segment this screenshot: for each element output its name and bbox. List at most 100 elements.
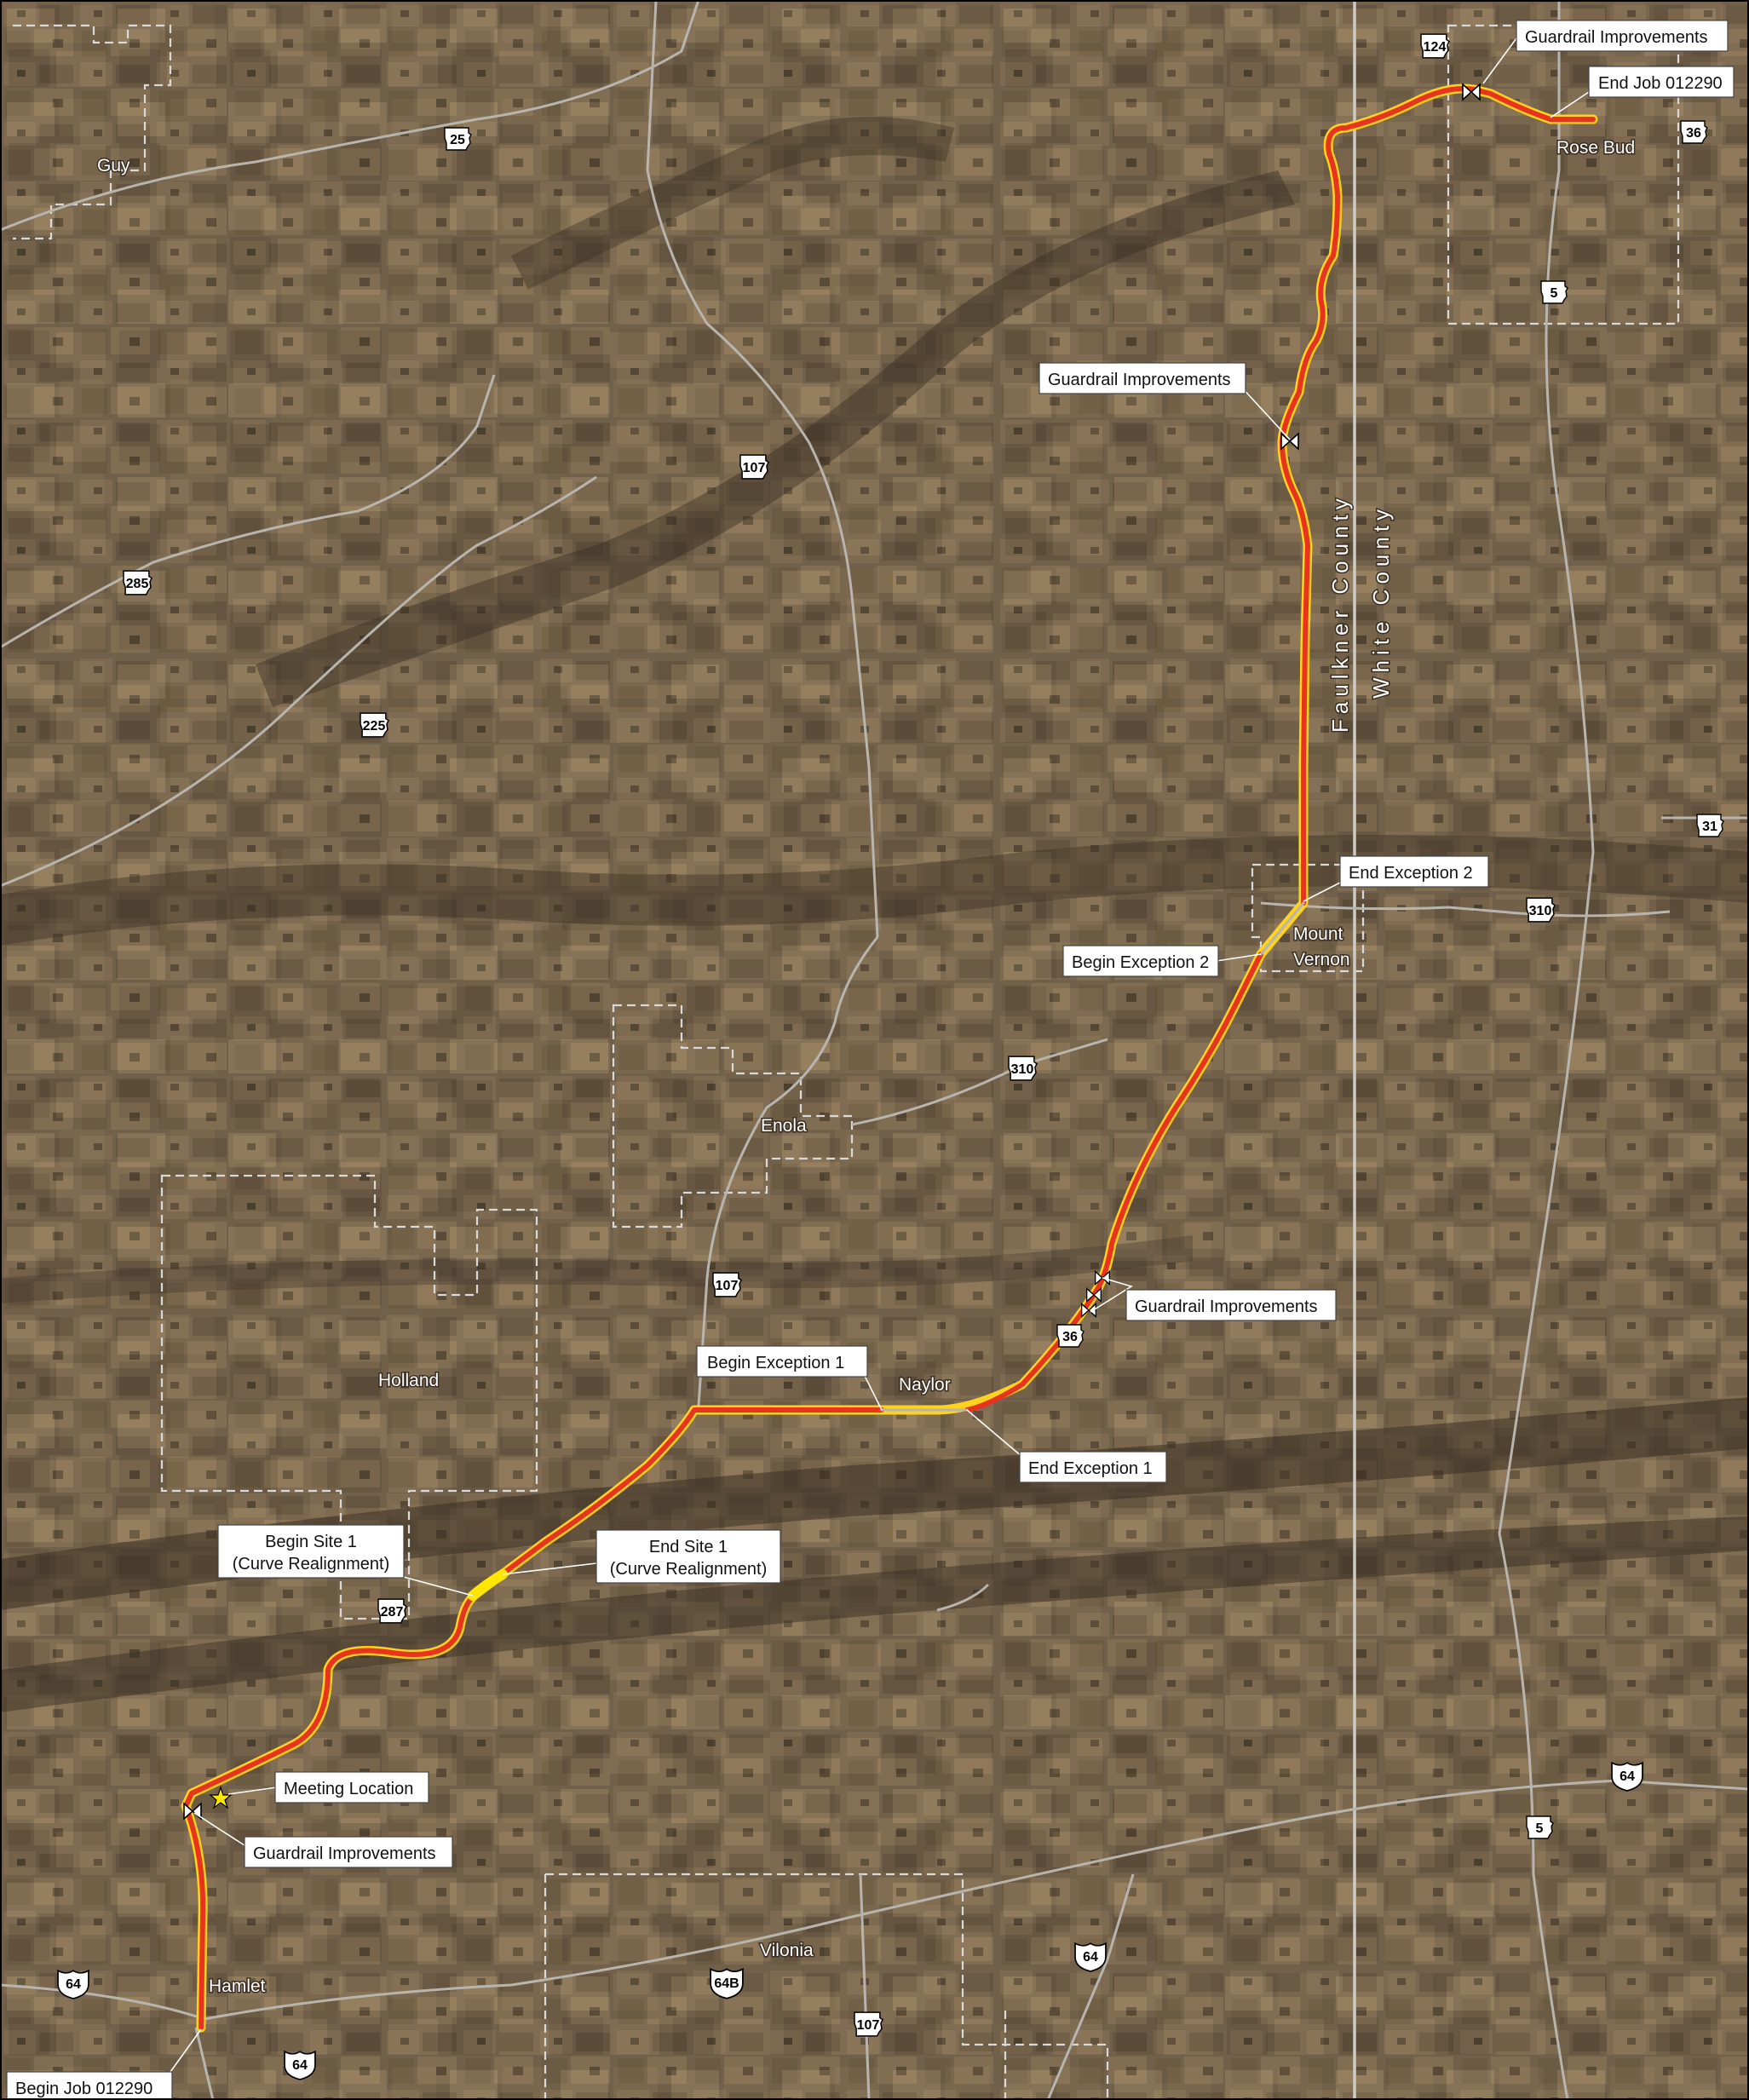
shield-107-s: 107 <box>857 2018 880 2033</box>
us-route-shield-icon: 64 <box>1074 1942 1107 1972</box>
us-route-shield-icon: 64B <box>710 1968 744 1999</box>
arkansas-shield-icon: 225 <box>360 712 389 738</box>
leader-line <box>1303 881 1343 902</box>
callout-box <box>274 1771 429 1804</box>
arkansas-shield-icon: 5 <box>1526 1815 1554 1839</box>
shield-310-w: 310 <box>1011 1062 1034 1077</box>
callout-guardrail-s: Guardrail Improvements <box>253 1844 436 1863</box>
county-white: White County <box>1368 504 1394 699</box>
place-naylor: Naylor <box>899 1375 951 1395</box>
callout-meeting-location: Meeting Location <box>284 1780 413 1798</box>
star-icon <box>209 1786 233 1809</box>
leader-line <box>400 1575 474 1597</box>
shield-287: 287 <box>381 1605 404 1620</box>
place-holland: Holland <box>378 1371 439 1390</box>
shield-107-m: 107 <box>716 1279 739 1293</box>
place-rose-bud: Rose Bud <box>1556 138 1635 158</box>
callout-box <box>1125 1289 1337 1321</box>
leader-line <box>1550 91 1590 118</box>
arkansas-shield-icon: 36 <box>1680 120 1708 144</box>
shield-5-n: 5 <box>1551 286 1558 301</box>
guardrail-markers <box>183 83 1481 1820</box>
callout-begin-job: Begin Job 012290 <box>15 2080 152 2098</box>
callout-guardrail-n: Guardrail Improvements <box>1048 371 1231 389</box>
callout-box <box>1062 945 1219 977</box>
route-shields: 124 25 36 5 107 285 225 31 310 310 107 3… <box>57 33 1724 2080</box>
shield-107-n: 107 <box>743 461 766 475</box>
shield-124: 124 <box>1424 40 1447 55</box>
arkansas-shield-icon: 25 <box>444 127 472 151</box>
callout-end-job: End Job 012290 <box>1598 74 1723 93</box>
leader-line <box>502 1562 597 1575</box>
arkansas-shield-icon: 107 <box>854 2011 883 2037</box>
shield-31: 31 <box>1702 820 1717 834</box>
arkansas-shield-icon: 310 <box>1008 1056 1038 1081</box>
callout-begin-site-1: Begin Site 1 <box>265 1533 357 1551</box>
callout-box <box>217 1524 405 1579</box>
callout-guardrail-ne: Guardrail Improvements <box>1525 28 1708 47</box>
place-enola: Enola <box>761 1116 807 1136</box>
shield-64-w: 64 <box>66 1977 81 1992</box>
arkansas-shield-icon: 107 <box>712 1272 742 1297</box>
callout-guardrail-m: Guardrail Improvements <box>1135 1297 1318 1316</box>
leader-line <box>864 1375 883 1411</box>
callout-end-exception-1: End Exception 1 <box>1028 1459 1153 1478</box>
shield-285: 285 <box>126 577 149 591</box>
place-hamlet: Hamlet <box>209 1976 266 1996</box>
callout-box <box>6 2071 173 2100</box>
shield-64-s: 64 <box>292 2058 308 2073</box>
us-route-shield-icon: 64 <box>284 2051 316 2080</box>
place-mount: Mount <box>1293 924 1343 944</box>
arkansas-shield-icon: 285 <box>123 570 152 595</box>
leader-line <box>193 1812 248 1848</box>
shield-36-ne: 36 <box>1686 126 1701 141</box>
place-guy: Guy <box>97 156 130 175</box>
place-vilonia: Vilonia <box>760 1941 814 1960</box>
leader-line <box>1482 37 1517 84</box>
us-route-shield-icon: 64 <box>1611 1762 1643 1792</box>
arkansas-shield-icon: 310 <box>1526 897 1556 923</box>
callout-box <box>1588 66 1735 98</box>
shield-5-s: 5 <box>1536 1821 1544 1836</box>
arkansas-shield-icon: 124 <box>1420 33 1450 59</box>
callouts: Guardrail Improvements End Job 012290 Gu… <box>6 20 1735 2100</box>
shield-310-e: 310 <box>1529 904 1552 918</box>
leader-line <box>966 1409 1023 1458</box>
callout-box <box>244 1836 453 1868</box>
shield-36-m: 36 <box>1062 1330 1078 1344</box>
shield-25: 25 <box>450 133 465 147</box>
arkansas-shield-icon: 36 <box>1056 1324 1084 1348</box>
callout-box <box>1019 1451 1167 1483</box>
shield-64b: 64B <box>714 1976 739 1991</box>
arkansas-shield-icon: 31 <box>1696 814 1724 837</box>
callout-box <box>595 1529 781 1584</box>
place-vernon: Vernon <box>1293 950 1350 969</box>
callout-begin-exception-1: Begin Exception 1 <box>707 1354 844 1372</box>
callout-end-exception-2: End Exception 2 <box>1349 864 1473 883</box>
place-labels: Guy Rose Bud Mount Vernon Enola Holland … <box>96 137 1637 1998</box>
county-faulkner: Faulkner County <box>1327 493 1353 733</box>
callout-box <box>696 1345 868 1378</box>
callout-begin-exception-2: Begin Exception 2 <box>1072 953 1209 972</box>
leader-line <box>1239 384 1291 440</box>
callout-box <box>1516 20 1729 52</box>
callout-end-site-1: End Site 1 <box>649 1538 728 1556</box>
shield-64-e: 64 <box>1620 1769 1635 1784</box>
callout-end-site-1-note: (Curve Realignment) <box>610 1560 768 1579</box>
leader-line <box>170 2028 202 2073</box>
shield-225: 225 <box>363 719 386 734</box>
callout-box <box>1339 855 1489 888</box>
shield-64-m: 64 <box>1083 1950 1098 1965</box>
leader-line <box>227 1786 278 1795</box>
callout-begin-site-1-note: (Curve Realignment) <box>233 1555 390 1574</box>
us-route-shield-icon: 64 <box>57 1970 89 1999</box>
arkansas-shield-icon: 107 <box>739 454 769 480</box>
callout-box <box>1038 362 1246 394</box>
county-labels: Faulkner County White County <box>1326 492 1395 734</box>
arkansas-shield-icon: 5 <box>1540 280 1568 304</box>
leader-line <box>1090 1277 1133 1313</box>
arkansas-shield-icon: 287 <box>377 1598 407 1624</box>
